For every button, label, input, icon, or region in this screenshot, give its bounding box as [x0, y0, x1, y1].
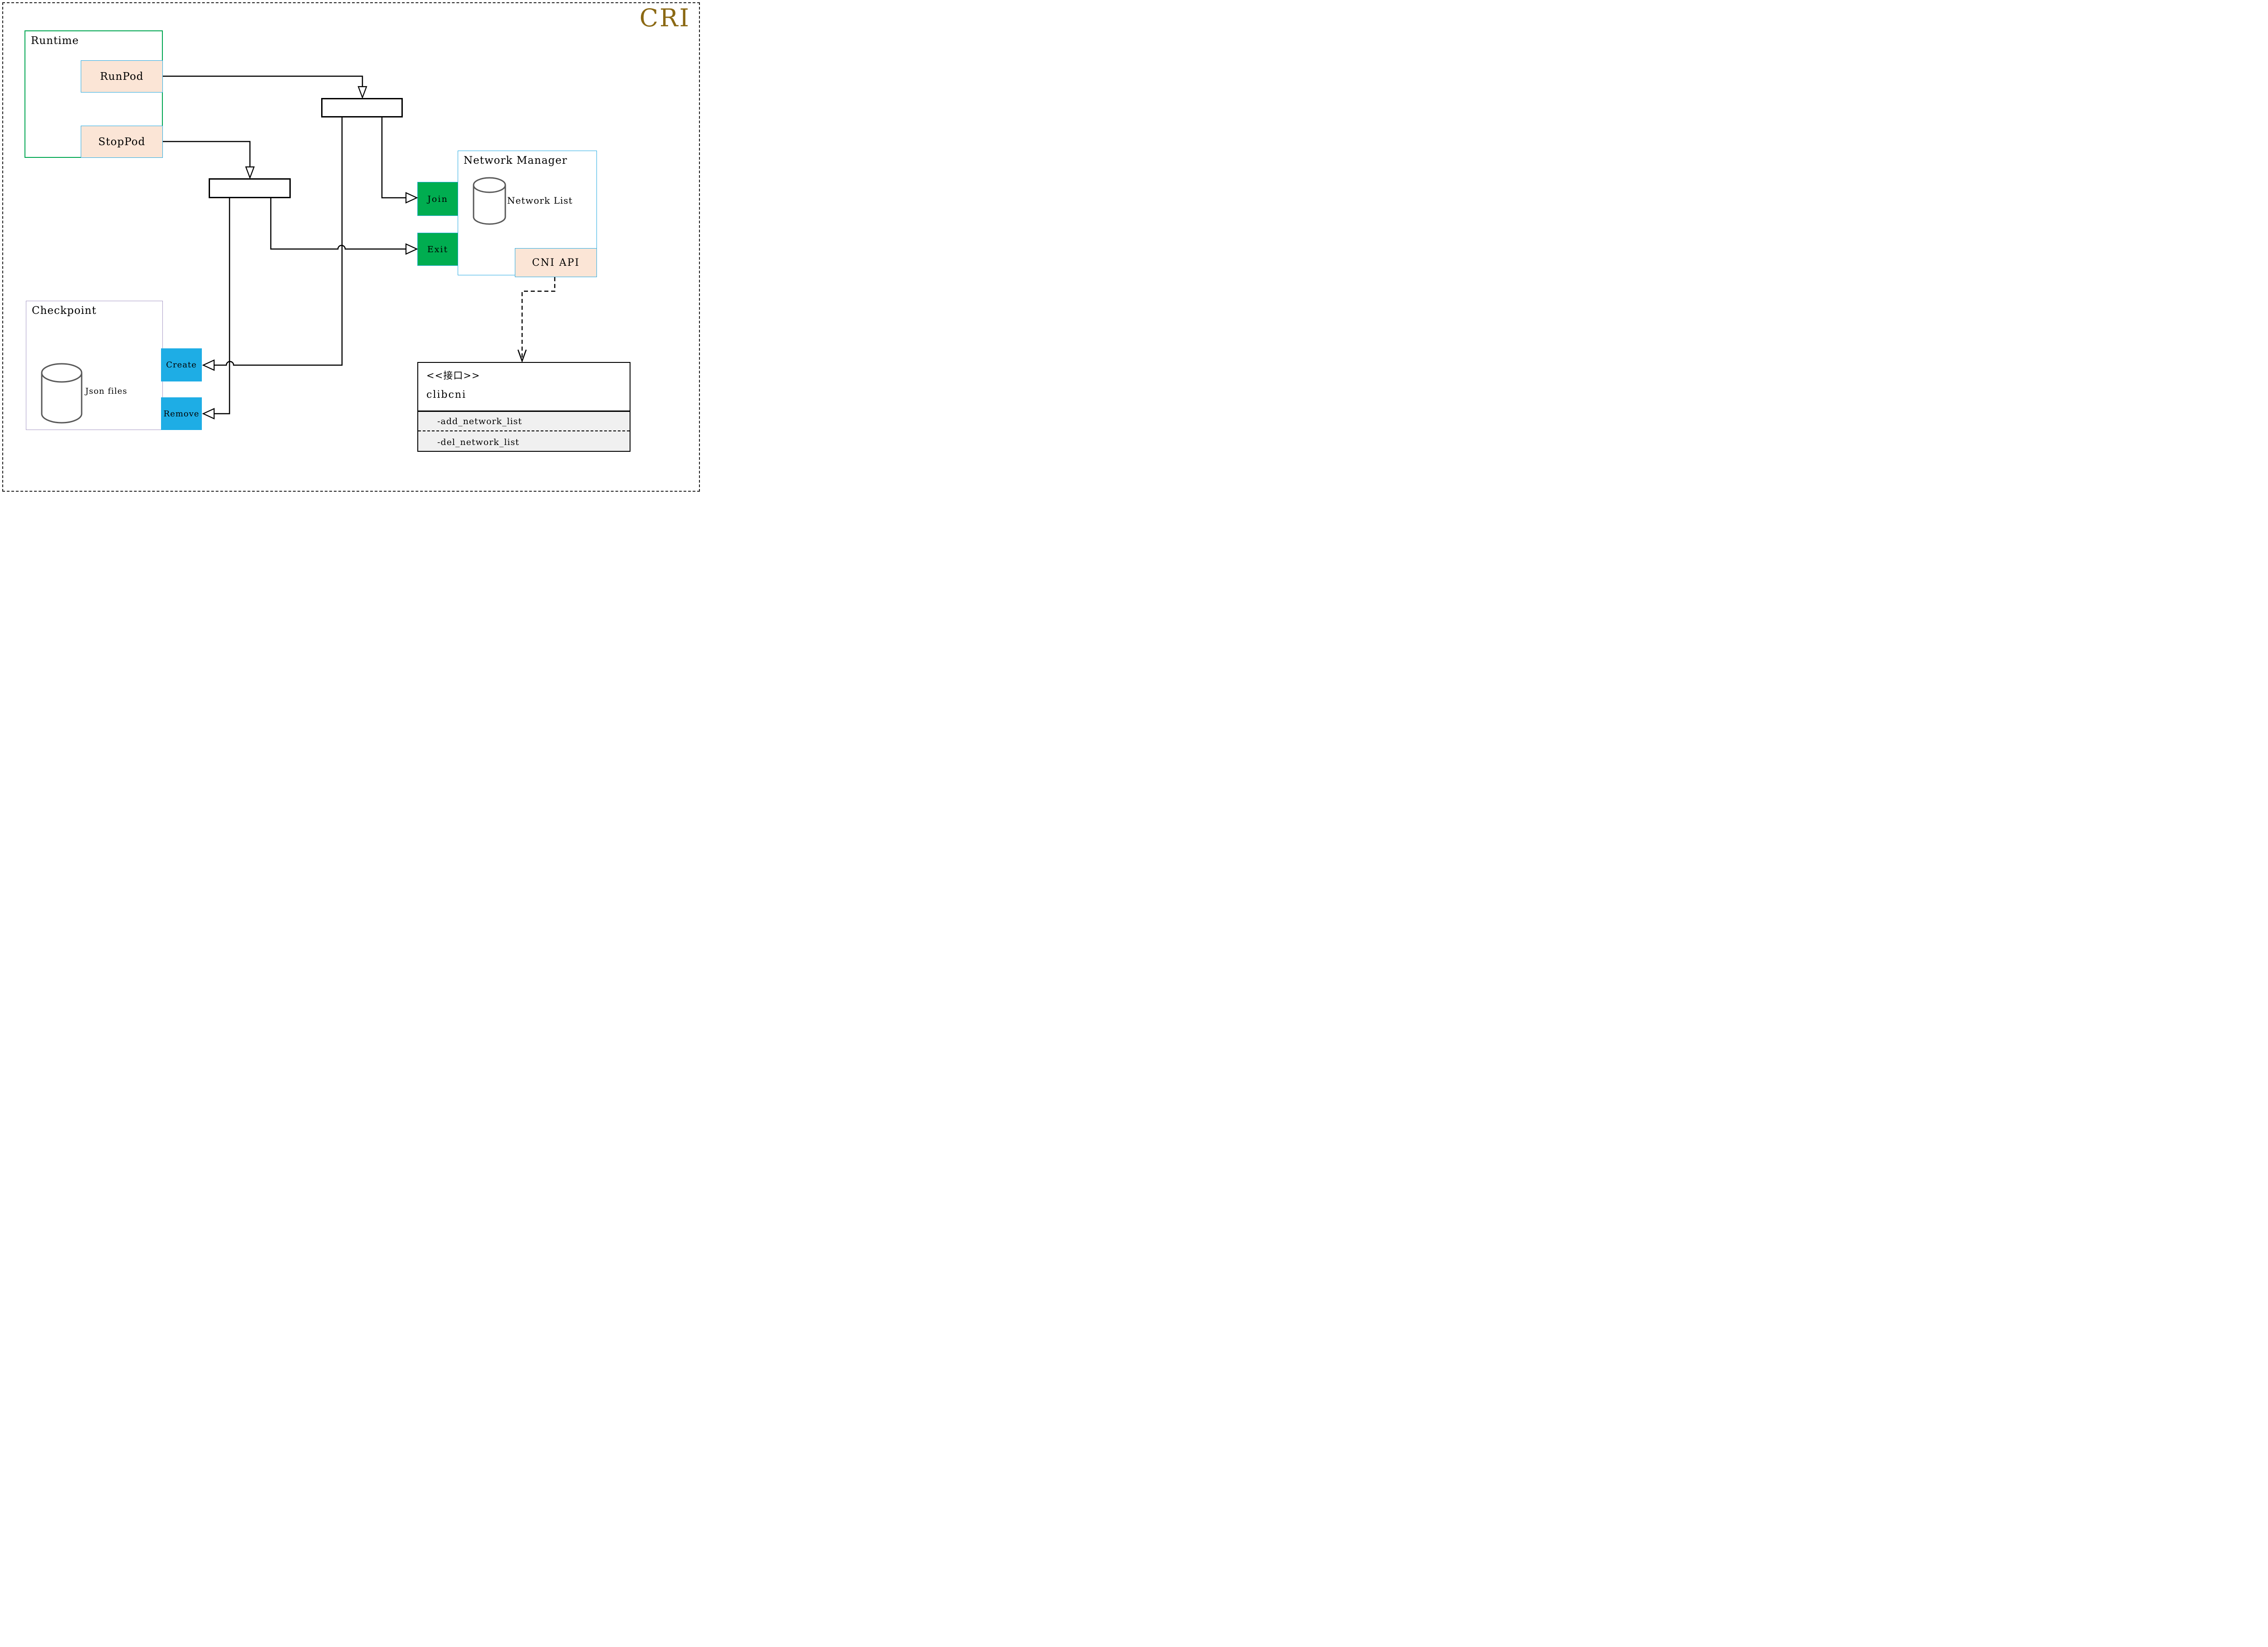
checkpoint-title: Checkpoint [32, 305, 97, 317]
diagram-canvas: CRI Runtime R [0, 0, 702, 494]
arrowhead-create [202, 359, 215, 371]
create-node[interactable]: Create [161, 348, 202, 381]
network-manager-title: Network Manager [464, 155, 567, 166]
clibcni-class-box[interactable]: <<接口>> clibcni -add_network_list -del_ne… [417, 362, 631, 452]
process-bar-2[interactable] [209, 178, 291, 198]
arrowhead-clibcni [517, 349, 527, 363]
clibcni-method-add: -add_network_list [418, 412, 630, 431]
runpod-label: RunPod [100, 70, 144, 83]
json-files-label: Json files [85, 386, 127, 396]
wire-bar2-to-exit [270, 198, 406, 250]
create-label: Create [166, 360, 197, 370]
arrowhead-remove [202, 408, 215, 420]
clibcni-header: <<接口>> clibcni [418, 363, 630, 411]
runpod-node[interactable]: RunPod [81, 60, 163, 93]
process-bar-1[interactable] [321, 98, 403, 117]
clibcni-name: clibcni [426, 389, 467, 401]
diagram-title: CRI [639, 4, 690, 32]
clibcni-method-del: -del_network_list [437, 437, 519, 447]
arrowhead-bar1 [357, 86, 367, 99]
runtime-box[interactable]: Runtime [24, 30, 163, 158]
exit-node[interactable]: Exit [417, 233, 458, 266]
exit-label: Exit [427, 244, 449, 254]
remove-node[interactable]: Remove [161, 397, 202, 430]
wire-runpod-to-bar1 [163, 75, 363, 87]
arrowhead-join [405, 192, 418, 204]
wire-cniapi-to-clibcni [521, 277, 556, 358]
hollow-arrowheads [202, 86, 418, 420]
stoppod-node[interactable]: StopPod [81, 126, 163, 158]
wire-stoppod-to-bar2 [163, 141, 251, 167]
join-label: Join [427, 194, 448, 204]
wire-bar1-to-create [214, 117, 343, 366]
checkpoint-box[interactable]: Checkpoint [26, 301, 163, 430]
wire-bar1-to-join [381, 117, 406, 199]
runtime-title: Runtime [31, 35, 79, 47]
clibcni-stereotype: <<接口>> [426, 370, 480, 381]
clibcni-methods-section: -add_network_list -del_network_list [418, 411, 630, 451]
network-list-label: Network List [507, 195, 573, 206]
remove-label: Remove [163, 409, 200, 419]
arrowhead-exit [405, 243, 418, 255]
join-node[interactable]: Join [417, 182, 458, 216]
wire-bar2-to-remove [214, 198, 230, 415]
stoppod-label: StopPod [98, 136, 146, 148]
cni-api-label: CNI API [532, 257, 580, 269]
arrowhead-bar2 [245, 166, 255, 180]
cni-api-node[interactable]: CNI API [515, 248, 597, 277]
